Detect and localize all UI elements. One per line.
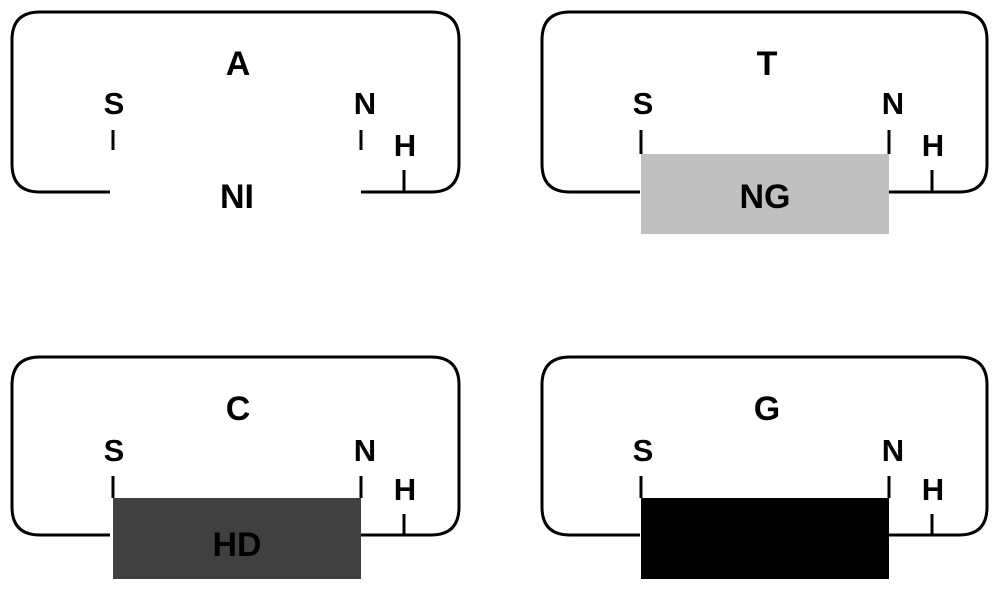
panel-c-s-label: S — [104, 433, 125, 468]
panel-g-h-label: H — [922, 472, 944, 507]
panel-a-rvd-box — [113, 154, 361, 234]
panel-a-rvd-label: NI — [220, 178, 254, 216]
panel-a-n-label: N — [354, 86, 376, 121]
panel-g-rvd-box — [641, 498, 889, 579]
panel-g-s-label: S — [633, 433, 654, 468]
panel-c-h-label: H — [394, 472, 416, 507]
panel-g-outline — [540, 355, 989, 537]
panel-a-base-label: A — [226, 45, 251, 83]
panel-c-base-label: C — [226, 390, 251, 428]
panel-g-base-label: G — [754, 390, 780, 428]
panel-a: A S N H NI — [10, 10, 461, 234]
panel-g-n-label: N — [882, 433, 904, 468]
panel-t-s-label: S — [633, 86, 654, 121]
panel-g: G S N H NN — [540, 355, 989, 579]
panel-a-s-label: S — [104, 86, 125, 121]
panel-c-n-label: N — [354, 433, 376, 468]
panel-c-rvd-box — [113, 498, 361, 579]
panel-t-rvd-label: NG — [740, 178, 791, 216]
panel-a-outline — [10, 10, 461, 194]
panel-t-outline — [540, 10, 989, 194]
panel-c-outline — [10, 355, 461, 537]
panel-t-rvd-box — [641, 154, 889, 234]
panel-a-h-label: H — [394, 128, 416, 163]
panel-t-h-label: H — [922, 128, 944, 163]
panel-t-base-label: T — [757, 45, 778, 83]
panel-t: T S N H NG — [540, 10, 989, 234]
panel-g-rvd-label: NN — [740, 526, 789, 564]
panel-t-n-label: N — [882, 86, 904, 121]
panel-c-rvd-label: HD — [212, 526, 261, 564]
panel-c: C S N H HD — [10, 355, 461, 579]
